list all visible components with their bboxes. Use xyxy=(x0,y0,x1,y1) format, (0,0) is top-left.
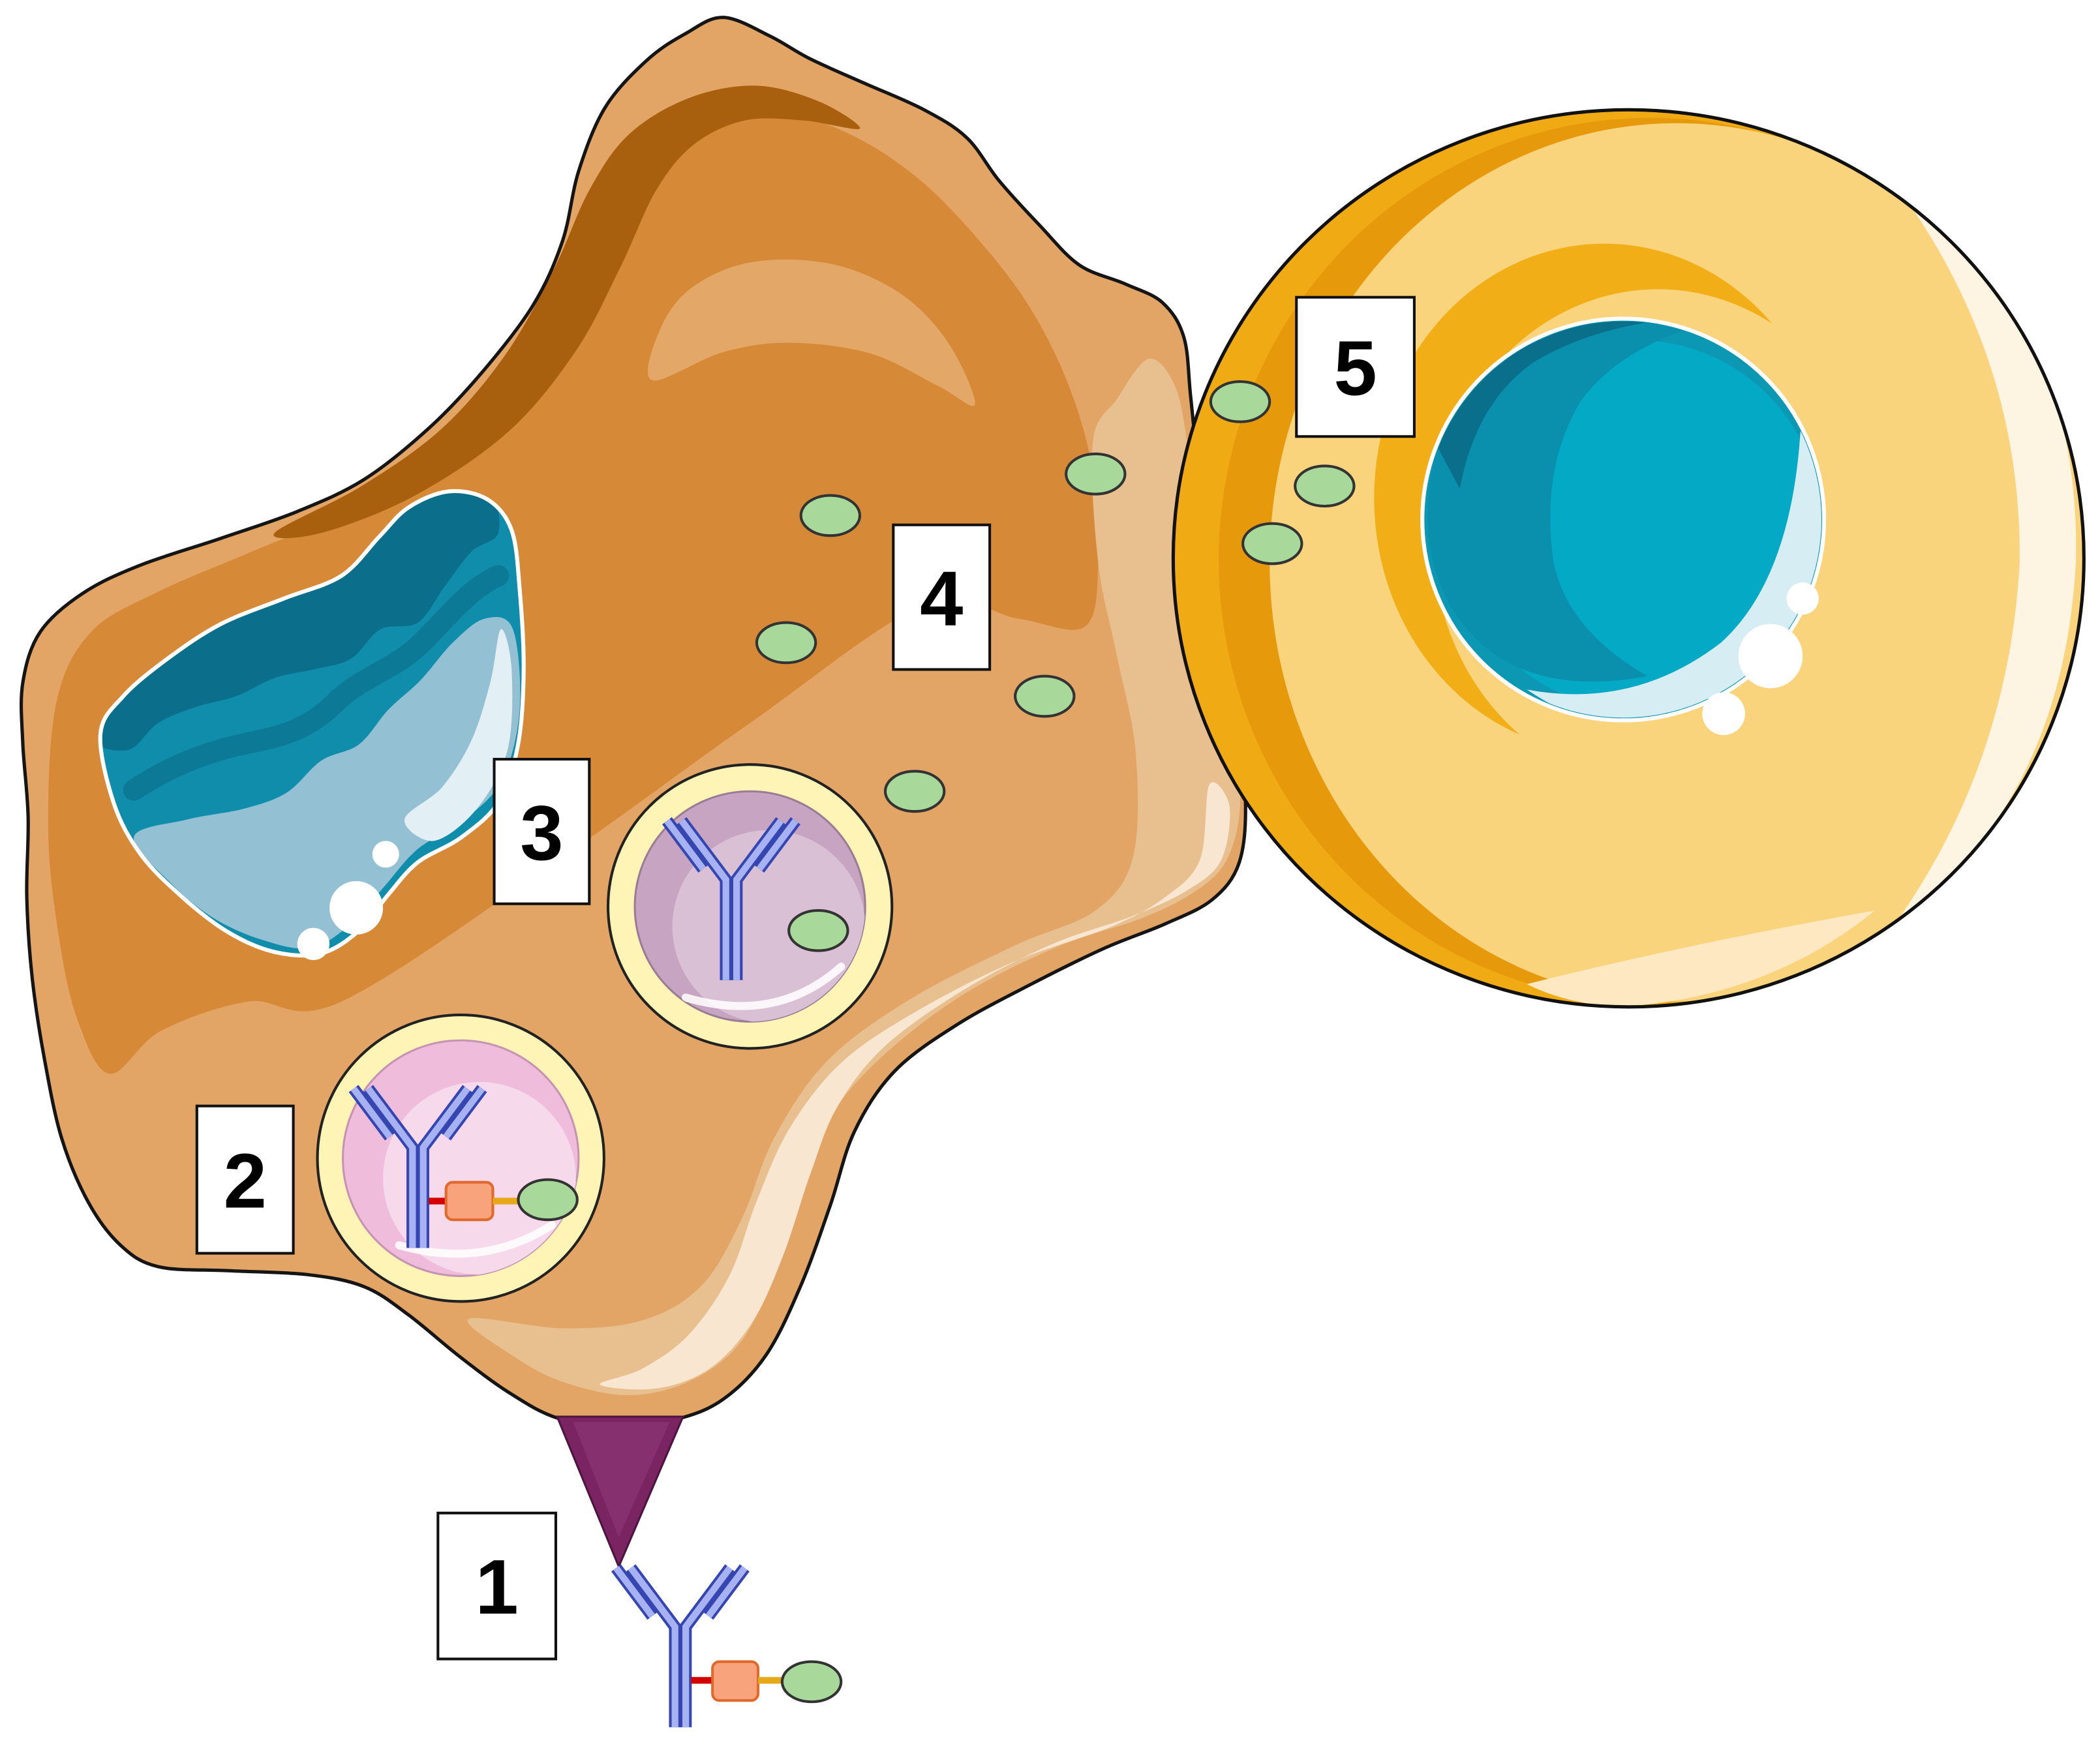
nuclear-pore-bubble xyxy=(1786,582,1819,615)
nucleus-dark-fold xyxy=(100,490,500,751)
nuclear-pore-bubble xyxy=(1702,692,1745,736)
payload-molecule xyxy=(1014,674,1076,718)
membrane-highlight xyxy=(600,782,1230,1390)
step-label-text: 4 xyxy=(920,556,963,642)
antibody-drug-conjugate xyxy=(616,1568,843,1727)
neighbor-nucleus-shade xyxy=(1427,321,1714,682)
released-payload-molecule xyxy=(787,909,849,952)
neighbor-cell-bottom-highlight xyxy=(1527,910,1876,1007)
step-label-text: 2 xyxy=(224,1138,267,1225)
step-label-5: 5 xyxy=(1295,295,1416,438)
step-label-2: 2 xyxy=(195,1104,295,1255)
payload-molecule xyxy=(517,1178,579,1222)
endosome-reflection xyxy=(395,1221,556,1258)
payload-molecule xyxy=(1065,452,1127,496)
payload-molecule xyxy=(883,770,946,813)
nucleus-inner-fold xyxy=(123,565,510,801)
neighbor-cell-membrane xyxy=(1171,108,2086,1009)
nuclear-pore-bubble xyxy=(1738,624,1803,689)
free-payload-molecules xyxy=(755,380,1356,813)
target-cell xyxy=(22,18,1246,1428)
step-label-box xyxy=(1295,295,1416,438)
payload-molecule xyxy=(755,621,817,665)
endosome xyxy=(316,1014,605,1303)
cytoplasm-light-patch xyxy=(647,259,975,406)
nucleus-shine xyxy=(404,629,513,841)
payload-molecule xyxy=(780,1660,843,1704)
antibody xyxy=(616,1568,744,1727)
step-label-1: 1 xyxy=(436,1511,558,1661)
step-label-text: 5 xyxy=(1333,325,1377,412)
payload-molecule xyxy=(799,494,862,537)
payload-molecule xyxy=(1294,464,1356,508)
nucleus-light-region xyxy=(134,616,521,949)
payload-molecule xyxy=(1241,522,1303,565)
step-label-box xyxy=(892,523,992,671)
linker-cleavage-site xyxy=(711,1660,760,1702)
step-label-4: 4 xyxy=(892,523,992,671)
membrane-light-band xyxy=(467,358,1241,1396)
antigen-receptor-facet xyxy=(573,1422,670,1537)
step-label-box xyxy=(436,1511,558,1661)
cytoplasm-shadow-streak xyxy=(273,85,860,539)
surface-antigen xyxy=(555,1415,685,1569)
step-label-text: 3 xyxy=(520,790,563,877)
payload-molecule xyxy=(1209,380,1271,423)
step-label-text: 1 xyxy=(476,1544,519,1631)
neighbor-cell xyxy=(1171,108,2086,1009)
nuclear-pore-bubble xyxy=(329,881,384,935)
nuclear-pore-bubble xyxy=(297,927,330,960)
step-label-3: 3 xyxy=(493,757,591,905)
lysosome xyxy=(606,763,894,1050)
lysosome-reflection xyxy=(681,963,845,1010)
linker-cleavage-site xyxy=(444,1181,495,1222)
internalized-antibody-drug-conjugate xyxy=(354,1089,579,1248)
neighbor-cell-nucleus xyxy=(1420,316,1827,736)
step-label-box xyxy=(195,1104,295,1255)
nuclear-pore-bubble xyxy=(372,841,399,868)
step-label-box xyxy=(493,757,591,905)
target-cell-nucleus xyxy=(94,484,524,960)
neighbor-cell-highlight xyxy=(1868,149,2077,924)
